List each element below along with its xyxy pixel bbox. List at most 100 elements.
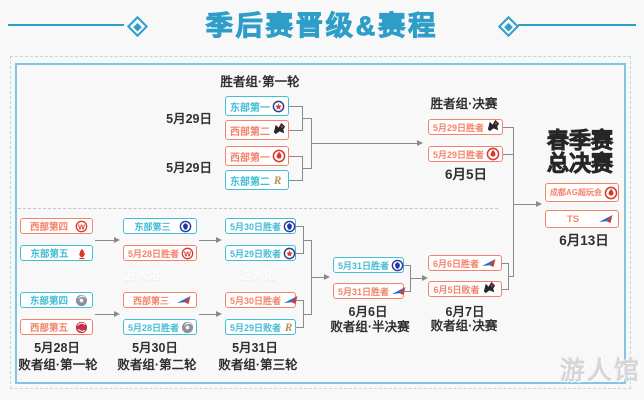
team-name: 5月30日胜者 — [230, 295, 282, 306]
losers-round1-label: 败者组·第一轮 — [18, 358, 98, 372]
ts-arrow-icon — [283, 294, 299, 306]
winners-match2-date: 5月29日 — [166, 161, 212, 175]
red-w-icon: W — [75, 220, 88, 233]
ag-flame-icon — [486, 147, 500, 161]
red-w-icon: W — [181, 247, 194, 260]
connector-line — [404, 291, 410, 292]
team-box: 5月30日胜者 — [225, 292, 299, 308]
team-box: 成都AG超玩会 — [545, 183, 619, 202]
connector-line — [303, 226, 304, 254]
red-hero-icon — [76, 247, 88, 260]
arrowhead-icon — [536, 200, 542, 207]
grand-final-date: 6月13日 — [559, 233, 609, 248]
team-box: 5月31日胜者 — [333, 283, 407, 299]
watermark: 游人馆 — [560, 357, 642, 385]
team-box: 5月29日败者 — [225, 245, 296, 261]
connector-line — [296, 327, 303, 328]
team-name: 5月28日胜者 — [128, 322, 180, 333]
connector-line — [296, 226, 303, 227]
team-name: 西部第四 — [29, 222, 68, 233]
winners-final-date: 6月5日 — [444, 167, 488, 182]
svg-text:R: R — [284, 322, 293, 333]
team-box: 东部第一 — [225, 96, 289, 116]
watermark-ghost: 游人馆 — [240, 268, 277, 282]
ts-arrow-icon — [598, 213, 614, 225]
team-name: 东部第一 — [230, 102, 270, 114]
blue-crest-icon — [179, 220, 192, 233]
connector-line — [303, 300, 304, 328]
team-name: 6月5日败者 — [433, 284, 480, 295]
svg-text:W: W — [78, 222, 85, 231]
dark-wolf-icon — [486, 119, 501, 133]
team-box: 5月28日胜者 — [123, 319, 197, 335]
team-name: 西部第三 — [132, 295, 169, 306]
team-name: 5月31日胜者 — [338, 286, 390, 297]
ts-arrow-icon — [391, 285, 407, 297]
estar-crest-icon — [283, 247, 296, 260]
losers-round1-date: 5月28日 — [34, 341, 80, 355]
team-box: 东部第五 — [20, 245, 93, 261]
blue-crest-icon — [391, 259, 404, 272]
connector-line — [503, 154, 513, 155]
losers-semi-label: 败者组·半决赛 — [330, 320, 410, 334]
dark-wolf-icon — [482, 281, 497, 295]
connector-line — [311, 118, 312, 169]
connector-line — [513, 204, 536, 205]
arrowhead-icon — [324, 273, 330, 280]
connector-line — [289, 180, 302, 181]
connector-line — [296, 300, 303, 301]
team-box: 东部第四 — [20, 292, 93, 308]
page-title: 季后赛晋级&赛程 — [205, 11, 439, 42]
connector-line — [289, 106, 302, 107]
dark-wolf-icon — [272, 122, 287, 136]
arrowhead-icon — [422, 274, 428, 281]
title-right-line — [518, 24, 636, 26]
connector-line — [502, 263, 508, 264]
losers-final-date: 6月7日 — [445, 305, 485, 319]
ag-flame-icon — [272, 149, 286, 163]
connector-line — [311, 277, 324, 278]
losers-semi-date: 6月6日 — [348, 305, 388, 319]
connector-line — [303, 314, 311, 315]
team-name: 东部第五 — [30, 249, 69, 260]
team-box: 西部第五 — [20, 319, 93, 335]
team-name: 5月28日胜者 — [128, 248, 180, 259]
winners-round1-label: 胜者组·第一轮 — [220, 75, 300, 89]
arrowhead-icon — [114, 310, 120, 317]
losers-round3-label: 败者组·第三轮 — [218, 358, 298, 372]
team-box: 西部第一 — [225, 146, 289, 166]
team-box: 西部第二 — [225, 120, 289, 140]
winners-losers-separator — [18, 208, 498, 209]
connector-line — [303, 240, 311, 241]
watermark-ghost: 游人馆 — [124, 268, 161, 282]
connector-line — [296, 253, 303, 254]
connector-line — [199, 240, 216, 241]
connector-line — [311, 240, 312, 315]
arrowhead-icon — [216, 236, 222, 243]
team-box: 5月31日胜者 — [333, 257, 404, 273]
team-name: 东部第二 — [230, 176, 270, 188]
connector-line — [502, 289, 508, 290]
arrowhead-icon — [114, 236, 120, 243]
team-name: 5月31日胜者 — [338, 260, 390, 271]
connector-line — [508, 263, 509, 290]
connector-line — [199, 314, 216, 315]
team-name: 5月29日胜者 — [433, 149, 485, 160]
title-left-line — [8, 24, 124, 26]
team-name: 5月30日胜者 — [230, 221, 282, 232]
team-name: 西部第五 — [29, 323, 68, 334]
losers-round2-label: 败者组·第二轮 — [117, 358, 197, 372]
team-name: 6月6日胜者 — [433, 258, 480, 269]
team-box: 6月6日胜者 — [428, 255, 502, 271]
team-box: 5月29日胜者 — [428, 146, 503, 162]
connector-line — [503, 127, 513, 128]
winners-match1-date: 5月29日 — [166, 112, 212, 126]
connector-line — [302, 168, 311, 169]
connector-line — [410, 278, 422, 279]
team-box: 东部第三 — [123, 218, 197, 234]
team-name: 5月29日败者 — [230, 248, 282, 259]
connector-line — [311, 143, 417, 144]
